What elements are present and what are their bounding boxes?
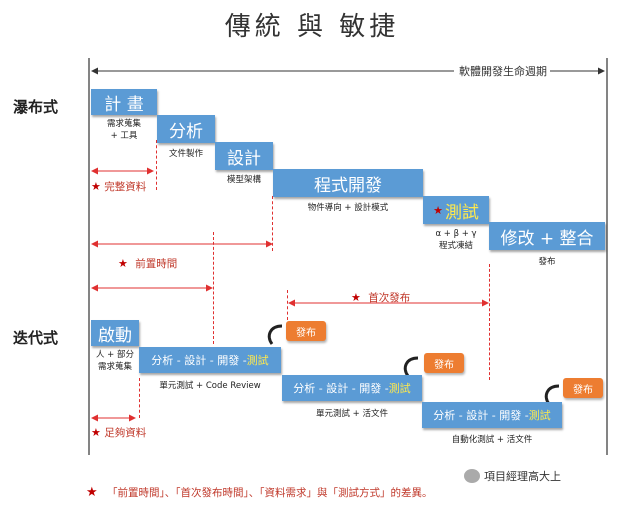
complete-docs-note: ★ 完整資料 [91, 179, 146, 194]
iteration-2-label: 分析 - 設計 - 開發 - [293, 382, 389, 395]
phase-testing-label: 測試 [444, 202, 479, 223]
enough-docs-text: 足夠資料 [104, 427, 147, 439]
agile-start-label: 啟動 [98, 325, 132, 346]
footer-note: ★ 「前置時間」、「首次發布時間」、「資料需求」與「測試方式」的差異。 [86, 485, 433, 500]
first-release-note: ★ 首次發布 [351, 290, 410, 305]
footer-text: 「前置時間」、「首次發布時間」、「資料需求」與「測試方式」的差異。 [107, 487, 433, 499]
phase-coding-label: 程式開發 [314, 175, 382, 196]
phase-plan: 計 畫 [91, 89, 157, 115]
phase-testing-note-2: 程式凍結 [438, 241, 473, 251]
iteration-2: 分析 - 設計 - 開發 - 測試 [282, 375, 422, 401]
waterfall-label: 瀑布式 [13, 98, 59, 116]
complete-docs-text: 完整資料 [104, 181, 147, 193]
enough-docs-note: ★ 足夠資料 [91, 425, 146, 440]
iteration-3-test: 測試 [528, 409, 551, 422]
guide-line [213, 232, 214, 344]
guide-line [156, 140, 157, 190]
agile-label: 迭代式 [13, 329, 59, 347]
agile-start: 啟動 [91, 320, 139, 346]
iteration-1-test: 測試 [246, 354, 269, 367]
agile-start-note-2: 需求蒐集 [97, 362, 132, 372]
iteration-3-note: 自動化測試 + 活文件 [451, 435, 533, 445]
phase-testing: ★ 測試 [423, 196, 489, 224]
watermark-text: 項目經理高大上 [484, 470, 561, 483]
lead-time-note: ★ 前置時間 [118, 256, 177, 271]
phase-integration-note: 發布 [538, 257, 556, 267]
star-icon: ★ [351, 291, 361, 304]
release-badge-2: 發布 [424, 353, 464, 373]
phase-plan-note-1: 需求蒐集 [106, 119, 141, 129]
iteration-2-note: 單元測試 + 活文件 [315, 409, 389, 419]
iteration-1: 分析 - 設計 - 開發 - 測試 [139, 347, 281, 373]
first-release-text: 首次發布 [368, 292, 411, 304]
phase-testing-note: α + β + γ 程式凍結 [423, 228, 489, 252]
iteration-3-label: 分析 - 設計 - 開發 - [433, 409, 529, 422]
lead-time-text: 前置時間 [135, 258, 178, 270]
star-icon: ★ [91, 180, 101, 193]
phase-analysis-note: 文件製作 [168, 149, 203, 159]
guide-line [489, 264, 490, 380]
phase-coding-note: 物件導向 + 設計模式 [307, 203, 389, 213]
star-icon: ★ [118, 257, 128, 270]
agile-start-note: 人 + 部分 需求蒐集 [88, 349, 142, 373]
phase-design-label: 設計 [227, 148, 261, 169]
release-curve-3 [544, 384, 560, 405]
lifecycle-label: 軟體開發生命週期 [459, 65, 547, 78]
phase-integration-label: 修改 + 整合 [500, 228, 594, 249]
star-icon: ★ [91, 426, 101, 439]
phase-plan-note-2: + 工具 [110, 131, 138, 141]
guide-line [287, 290, 288, 320]
star-icon: ★ [86, 485, 98, 500]
guide-line [272, 196, 273, 251]
phase-integration: 修改 + 整合 [489, 222, 605, 250]
release-badge-1: 發布 [286, 321, 326, 341]
page-title: 傳統 與 敏捷 [224, 12, 400, 42]
iteration-2-test: 測試 [388, 382, 411, 395]
agile-start-note-1: 人 + 部分 [95, 350, 135, 360]
phase-analysis-label: 分析 [169, 121, 203, 142]
phase-plan-label: 計 畫 [104, 94, 144, 115]
release-curve-1 [267, 324, 283, 345]
release-badge-3: 發布 [563, 378, 603, 398]
phase-plan-note: 需求蒐集 + 工具 [91, 118, 157, 142]
phase-design-note: 模型架構 [226, 175, 261, 185]
wechat-icon [464, 469, 480, 483]
release-curve-2 [403, 356, 419, 377]
guide-line [139, 378, 140, 418]
iteration-1-note: 單元測試 + Code Review [159, 381, 261, 391]
iteration-1-label: 分析 - 設計 - 開發 - [151, 354, 247, 367]
phase-testing-note-1: α + β + γ [435, 229, 477, 239]
phase-coding: 程式開發 [273, 169, 423, 197]
phase-analysis: 分析 [157, 115, 215, 143]
star-icon: ★ [433, 203, 443, 217]
phase-design: 設計 [215, 142, 273, 170]
watermark: 項目經理高大上 [464, 468, 561, 484]
iteration-3: 分析 - 設計 - 開發 - 測試 [422, 402, 562, 428]
